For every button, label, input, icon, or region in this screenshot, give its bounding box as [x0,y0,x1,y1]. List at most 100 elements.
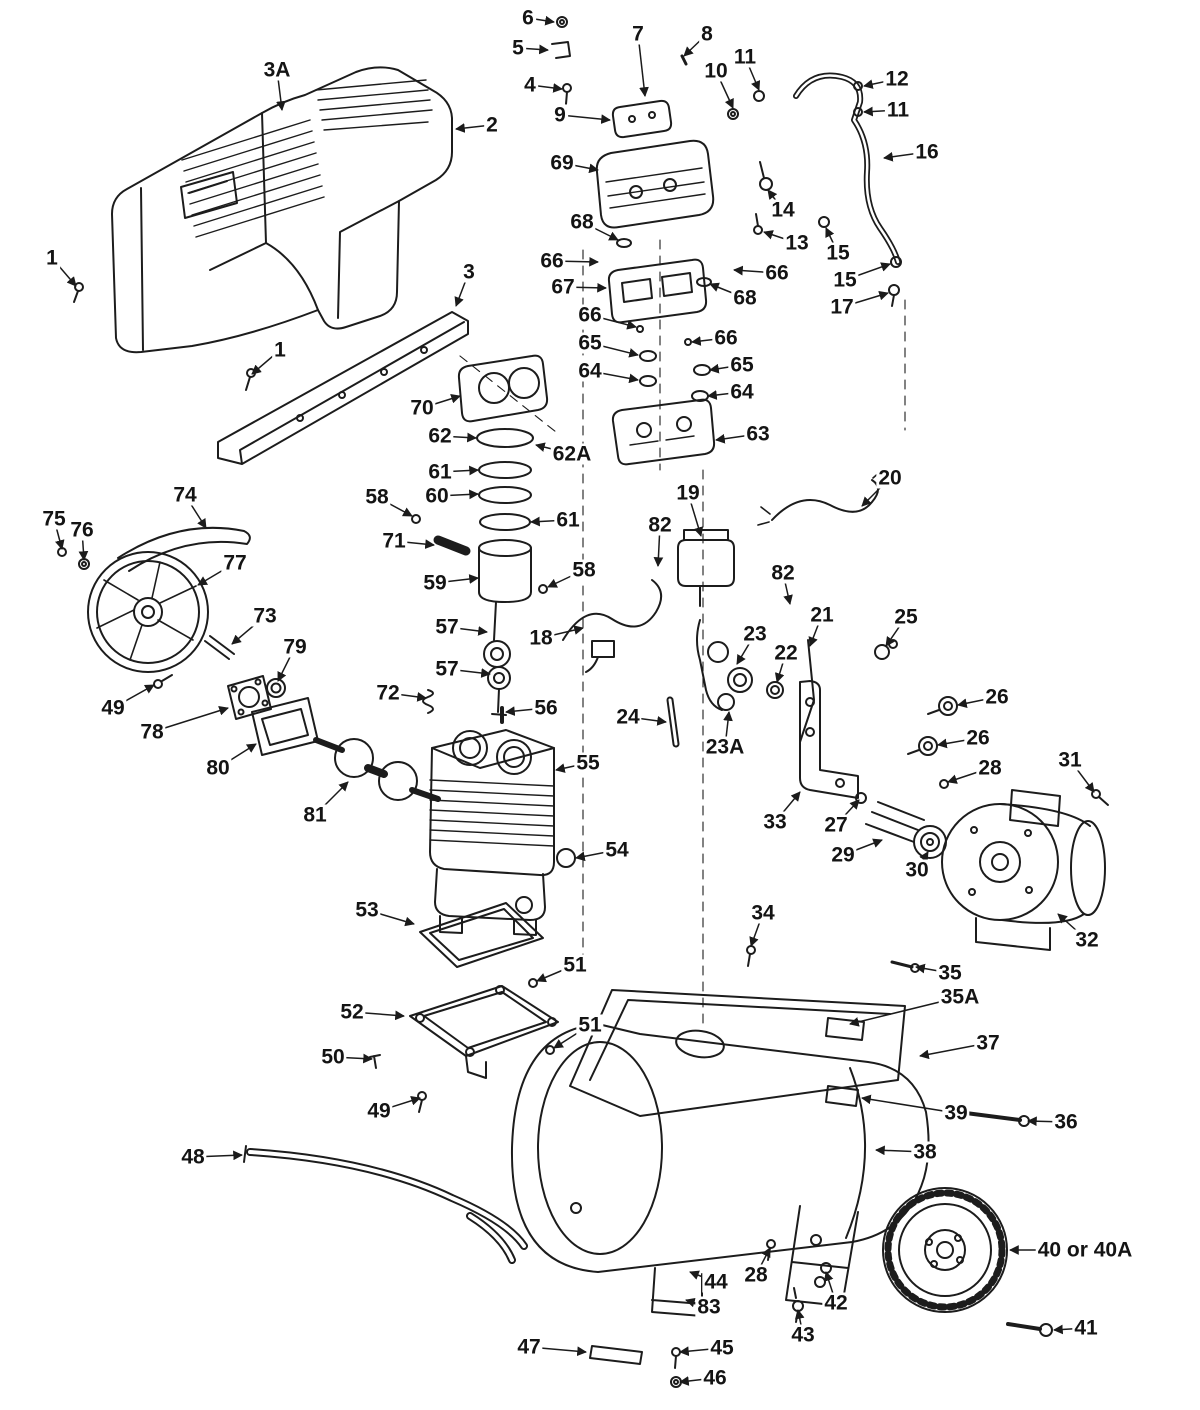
part-number-callout: 83 [695,1295,723,1319]
part-number-callout: 11 [731,45,759,69]
part-number-callout: 63 [744,422,772,446]
part-number-callout: 35A [938,985,982,1009]
part-number-callout: 54 [603,838,631,862]
part-number-callout: 27 [822,813,850,837]
part-number-callout: 62 [426,424,454,448]
part-number-callout: 45 [708,1336,736,1360]
part-number-callout: 15 [824,241,852,265]
part-number-callout: 28 [976,756,1004,780]
part-number-callout: 57 [433,657,461,681]
part-number-callout: 8 [699,22,715,46]
part-number-callout: 15 [831,268,859,292]
part-number-callout: 60 [423,484,451,508]
part-number-callout: 39 [942,1101,970,1125]
part-number-callout: 26 [983,685,1011,709]
part-number-callout: 12 [883,67,911,91]
part-number-callout: 69 [548,151,576,175]
part-number-callout: 22 [772,641,800,665]
part-number-callout: 74 [171,483,199,507]
part-number-callout: 71 [380,529,408,553]
part-number-callout: 1 [44,246,60,270]
part-number-callout: 82 [769,561,797,585]
part-number-callout: 53 [353,898,381,922]
part-number-callout: 64 [728,380,756,404]
part-number-callout: 55 [574,751,602,775]
part-number-callout: 25 [892,605,920,629]
part-number-callout: 61 [426,460,454,484]
part-number-callout: 47 [515,1335,543,1359]
part-number-callout: 11 [884,98,912,122]
part-number-callout: 81 [301,803,329,827]
part-number-callout: 24 [614,705,642,729]
part-number-callout: 42 [822,1291,850,1315]
part-number-callout: 3 [461,260,477,284]
part-number-callout: 26 [964,726,992,750]
part-number-callout: 70 [408,396,436,420]
part-number-callout: 5 [510,36,526,60]
part-number-callout: 77 [221,551,249,575]
part-number-callout: 57 [433,615,461,639]
part-number-callout: 6 [520,6,536,30]
part-number-callout: 16 [913,140,941,164]
part-number-callout: 58 [570,558,598,582]
part-number-callout: 56 [532,696,560,720]
part-number-callout: 68 [731,286,759,310]
part-number-callout: 32 [1073,928,1101,952]
part-number-callout: 34 [749,901,777,925]
part-number-callout: 65 [728,353,756,377]
part-number-callout: 7 [630,22,646,46]
part-number-callout: 66 [576,303,604,327]
part-number-callout: 21 [808,603,836,627]
part-number-callout: 58 [363,485,391,509]
part-number-callout: 66 [763,261,791,285]
part-number-callout: 28 [742,1263,770,1287]
part-number-callout: 61 [554,508,582,532]
part-number-callout: 49 [99,696,127,720]
part-number-callout: 64 [576,359,604,383]
part-number-callout: 51 [576,1013,604,1037]
part-number-callout: 75 [40,507,68,531]
part-number-callout: 51 [561,953,589,977]
part-number-callout: 9 [552,103,568,127]
part-number-callout: 76 [68,518,96,542]
part-number-callout: 52 [338,1000,366,1024]
part-number-callout: 2 [484,113,500,137]
part-number-callout: 18 [527,626,555,650]
part-number-callout: 78 [138,720,166,744]
part-number-callout: 73 [251,604,279,628]
part-number-callout: 59 [421,571,449,595]
part-number-callout: 66 [538,249,566,273]
part-number-callout: 82 [646,513,674,537]
part-number-callout: 43 [789,1323,817,1347]
part-number-callout: 23 [741,622,769,646]
part-number-callout: 62A [550,442,594,466]
part-number-callout: 29 [829,843,857,867]
part-number-callout: 36 [1052,1110,1080,1134]
part-number-callout: 37 [974,1031,1002,1055]
part-number-callout: 48 [179,1145,207,1169]
part-number-callout: 4 [522,73,538,97]
part-number-callout: 46 [701,1366,729,1390]
part-number-callout: 31 [1056,748,1084,772]
part-number-callout: 1 [272,338,288,362]
part-number-callout: 68 [568,210,596,234]
part-number-callout: 49 [365,1099,393,1123]
part-number-callout: 3A [261,58,293,82]
part-number-callout: 23A [703,735,747,759]
part-number-callout: 35 [936,961,964,985]
part-number-callout: 33 [761,810,789,834]
part-number-callout: 67 [549,275,577,299]
part-number-callout: 13 [783,231,811,255]
part-number-callout: 66 [712,326,740,350]
part-number-callout: 14 [769,198,797,222]
part-number-callout: 10 [702,59,730,83]
part-number-callout: 19 [674,481,702,505]
part-number-callout: 40 or 40A [1035,1238,1135,1262]
part-number-callout: 80 [204,756,232,780]
part-number-callout: 44 [702,1270,730,1294]
part-number-callout: 79 [281,635,309,659]
part-number-callout: 41 [1072,1316,1100,1340]
part-number-callout: 38 [911,1140,939,1164]
